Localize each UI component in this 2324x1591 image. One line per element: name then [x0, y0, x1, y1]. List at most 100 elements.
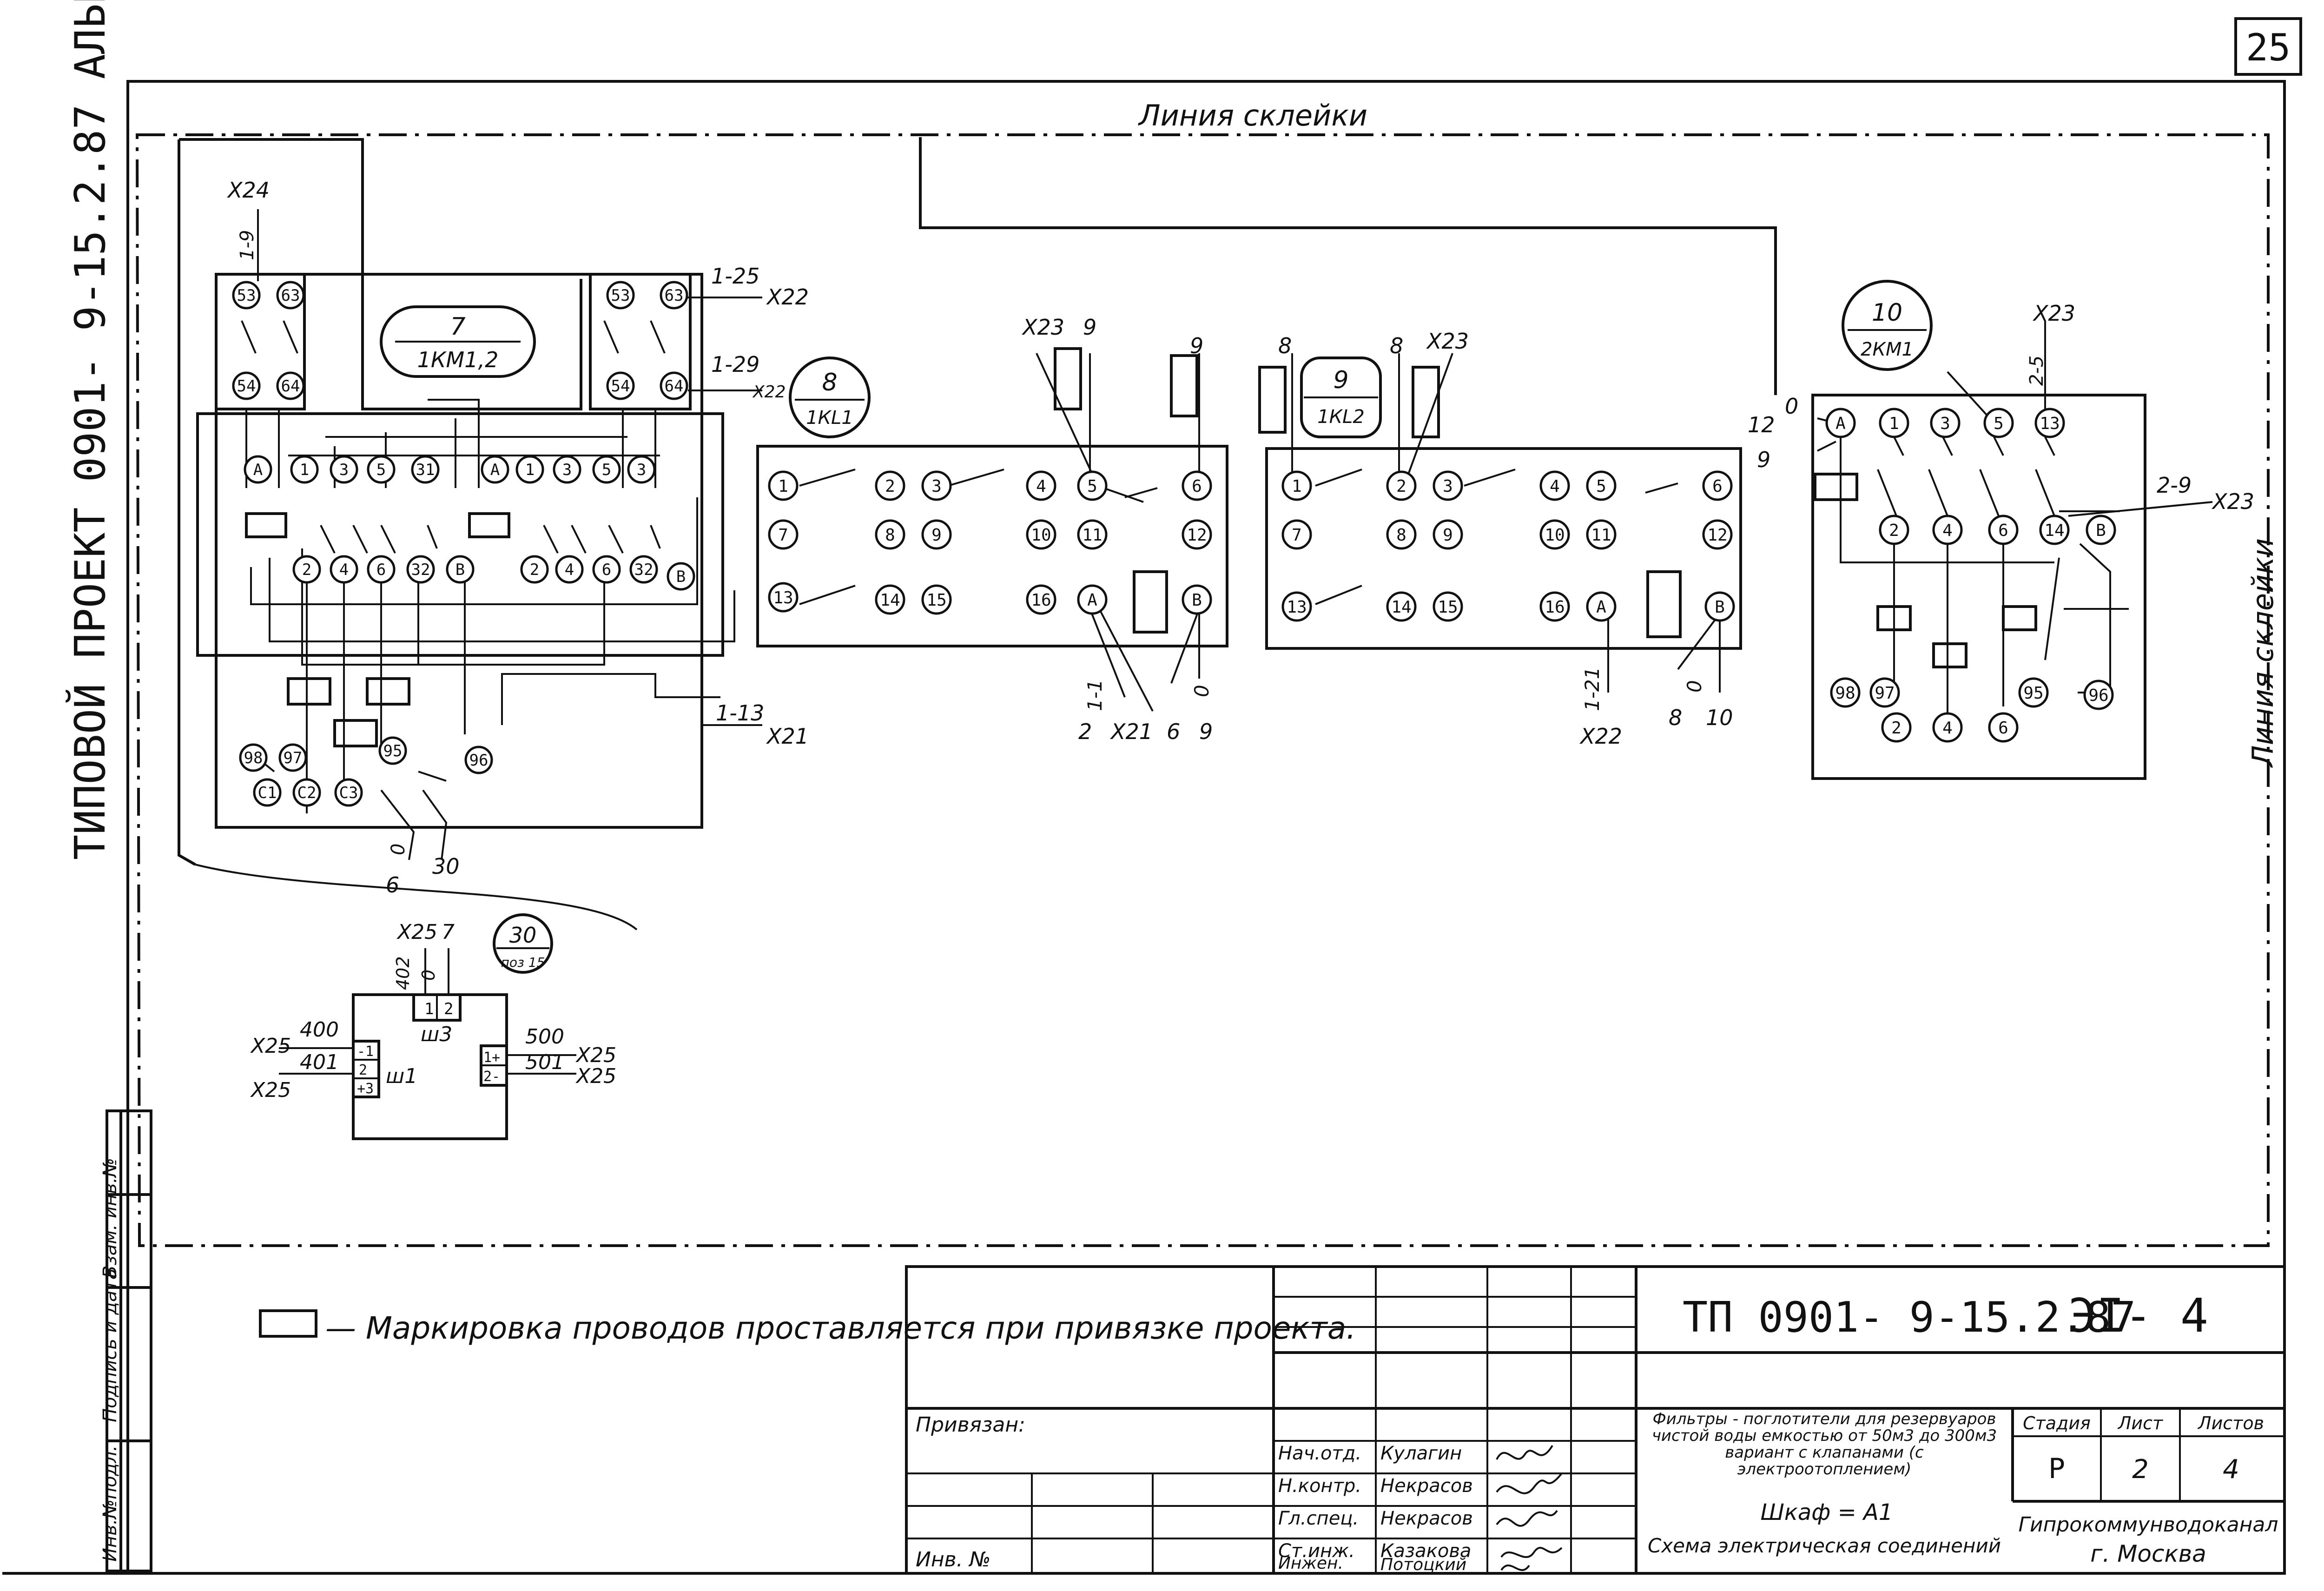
title-block: [905, 1265, 2286, 1575]
svg-text:X25: X25: [396, 920, 437, 944]
stamp-sign: Подпись и дата: [99, 1268, 121, 1422]
svg-text:54: 54: [611, 377, 630, 396]
svg-text:6: 6: [1998, 719, 2008, 738]
svg-text:C3: C3: [339, 784, 358, 802]
svg-text:1-21: 1-21: [1581, 667, 1604, 711]
sheet-number: 25: [2246, 26, 2291, 69]
svg-text:97: 97: [284, 749, 303, 767]
marking-note: — Маркировка проводов проставляется при …: [325, 1310, 1356, 1346]
svg-text:63: 63: [281, 286, 300, 305]
svg-text:8: 8: [1390, 333, 1403, 358]
svg-text:A: A: [1087, 591, 1097, 610]
svg-text:3: 3: [637, 461, 646, 479]
svg-text:1: 1: [300, 461, 309, 479]
svg-text:31: 31: [416, 461, 435, 479]
glue-line-right-label: Линия склейки: [2246, 538, 2280, 768]
sheet-number-box: [2234, 17, 2302, 76]
svg-text:Гл.спец.: Гл.спец.: [1278, 1508, 1359, 1529]
svg-text:ш3: ш3: [421, 1023, 452, 1046]
km12-terminals: [232, 281, 695, 807]
svg-text:3: 3: [1940, 414, 1950, 433]
sheet-value: 2: [2132, 1454, 2149, 1485]
glue-line-border: [135, 133, 2270, 1247]
svg-text:64: 64: [665, 377, 684, 396]
marking-symbol: [259, 1309, 317, 1338]
svg-text:6: 6: [376, 561, 386, 579]
svg-text:30: 30: [432, 854, 460, 879]
svg-text:X23: X23: [1426, 329, 1469, 354]
svg-text:Н.контр.: Н.контр.: [1278, 1475, 1361, 1497]
svg-text:501: 501: [525, 1050, 564, 1074]
svg-text:5: 5: [602, 461, 611, 479]
svg-text:5: 5: [1994, 414, 2004, 433]
svg-text:7: 7: [1292, 526, 1302, 545]
svg-text:1: 1: [525, 461, 535, 479]
svg-text:12: 12: [1187, 526, 1207, 545]
svg-text:10: 10: [1031, 526, 1051, 545]
kl1-terminals: [768, 470, 1212, 615]
svg-text:1КМ1,2: 1КМ1,2: [417, 347, 499, 372]
component-badge-10: 10 2КМ1: [1842, 280, 1933, 371]
svg-text:2-5: 2-5: [2026, 356, 2047, 386]
svg-text:4: 4: [1036, 477, 1046, 496]
svg-text:14: 14: [880, 591, 900, 610]
svg-text:2: 2: [444, 1000, 453, 1018]
svg-text:10: 10: [1872, 299, 1902, 327]
svg-text:2: 2: [302, 561, 311, 579]
svg-text:63: 63: [665, 286, 684, 305]
svg-text:1: 1: [424, 1000, 434, 1018]
svg-text:7: 7: [450, 313, 465, 341]
component-badge-9: 9 1КL2: [1300, 356, 1382, 438]
socket-block-30: 1 2 -1 2 +3 1+ 2-: [195, 864, 638, 1140]
svg-text:2: 2: [1396, 477, 1406, 496]
album-label: ТИПОВОЙ ПРОЕКТ 0901- 9-15.2.87 АЛЬБОМ II…: [65, 0, 115, 860]
svg-text:96: 96: [2088, 686, 2108, 705]
svg-text:11: 11: [1082, 526, 1102, 545]
svg-text:402: 402: [393, 956, 413, 990]
svg-text:9: 9: [1083, 315, 1096, 340]
svg-text:96: 96: [469, 751, 489, 770]
svg-text:97: 97: [1875, 684, 1895, 703]
svg-text:X23: X23: [2212, 489, 2254, 514]
svg-text:98: 98: [244, 749, 263, 767]
svg-text:5: 5: [376, 461, 386, 479]
svg-text:13: 13: [2040, 414, 2060, 433]
svg-text:1КL2: 1КL2: [1317, 406, 1365, 428]
svg-text:B: B: [676, 568, 686, 586]
svg-text:95: 95: [2023, 684, 2043, 703]
svg-text:6: 6: [1192, 477, 1202, 496]
svg-text:X24: X24: [227, 178, 270, 203]
svg-text:Некрасов: Некрасов: [1380, 1475, 1473, 1497]
svg-text:+3: +3: [357, 1081, 374, 1097]
svg-text:X25: X25: [575, 1064, 616, 1088]
svg-text:X23: X23: [1022, 315, 1064, 340]
svg-text:11: 11: [1591, 526, 1611, 545]
svg-text:8: 8: [1396, 526, 1406, 545]
km12-wire-labels: X24 1-9 1-25 X22 1-29 X22 1-13 X21 0 6 3…: [227, 178, 809, 898]
svg-text:B: B: [456, 561, 465, 579]
svg-text:30: 30: [509, 923, 537, 948]
kl1-wire-labels: X23 9 9 1-1 0 2 X21 6 9: [1022, 315, 1213, 744]
km2-wire-labels: X23 2-5 0 12 9 2-9 X23: [1748, 301, 2254, 517]
svg-text:9: 9: [1757, 447, 1770, 472]
svg-text:54: 54: [237, 377, 256, 396]
contactor-block-km12: [178, 138, 762, 866]
svg-text:2: 2: [1891, 719, 1901, 738]
svg-text:2: 2: [530, 561, 539, 579]
signatory-names: Кулагин Некрасов Некрасов Казакова Потоц…: [1380, 1443, 1473, 1574]
svg-text:1+: 1+: [483, 1050, 500, 1066]
doc-code: ТП 0901- 9-15.2.87: [1683, 1293, 2136, 1342]
svg-text:4: 4: [1942, 719, 1953, 738]
svg-text:A: A: [1835, 414, 1846, 433]
svg-text:1: 1: [778, 477, 788, 496]
svg-text:7: 7: [778, 526, 788, 545]
stage-header: Стадия: [2023, 1413, 2091, 1433]
svg-text:2-: 2-: [483, 1069, 500, 1085]
svg-text:6: 6: [386, 872, 399, 898]
svg-text:Инжен.: Инжен.: [1278, 1554, 1343, 1573]
svg-text:9: 9: [1199, 719, 1213, 744]
svg-text:8: 8: [822, 369, 837, 396]
svg-text:8: 8: [885, 526, 895, 545]
